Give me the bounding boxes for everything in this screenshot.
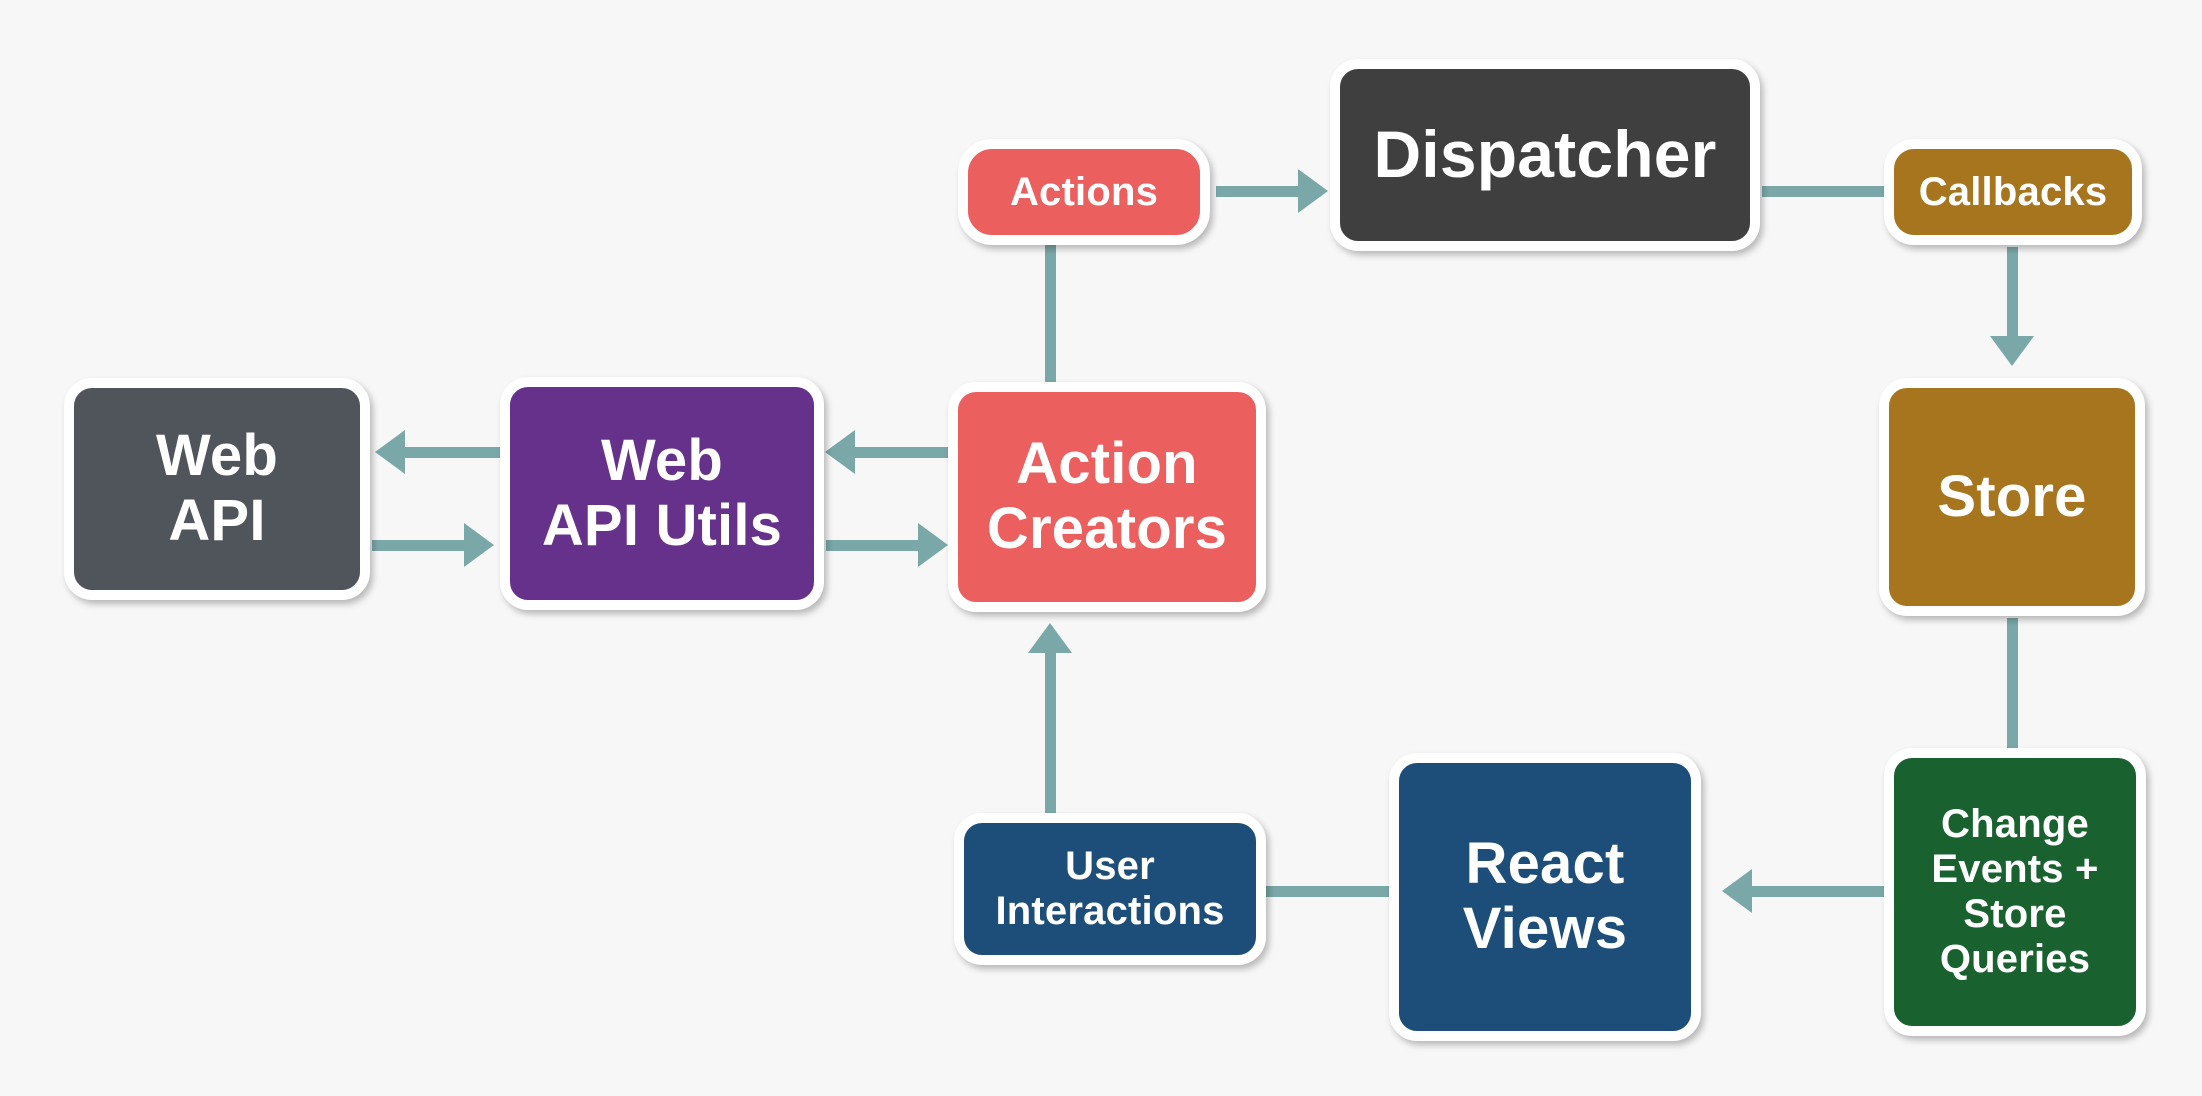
node-dispatcher[interactable]: Dispatcher bbox=[1330, 59, 1760, 251]
node-user-interactions[interactable]: User Interactions bbox=[954, 813, 1266, 965]
edge-actions-to-dispatcher bbox=[1216, 186, 1302, 197]
edge-web-api-to-web-api-utils bbox=[372, 540, 466, 551]
node-action-creators[interactable]: Action Creators bbox=[948, 382, 1266, 612]
edge-dispatcher-to-callbacks bbox=[1762, 186, 1888, 197]
edge-web-api-utils-to-action-creators bbox=[826, 540, 920, 551]
node-change-events-store-queries[interactable]: Change Events + Store Queries bbox=[1884, 748, 2146, 1036]
node-actions[interactable]: Actions bbox=[958, 139, 1210, 245]
node-web-api-utils[interactable]: Web API Utils bbox=[500, 377, 824, 610]
arrowhead-left-icon bbox=[825, 430, 855, 474]
arrowhead-right-icon bbox=[464, 523, 494, 567]
edge-user-interactions-to-action-creators bbox=[1045, 653, 1056, 817]
arrowhead-right-icon bbox=[918, 523, 948, 567]
arrowhead-up-icon bbox=[1028, 623, 1072, 653]
edge-action-creators-to-web-api-utils bbox=[855, 447, 951, 458]
arrowhead-left-icon bbox=[1722, 869, 1752, 913]
edge-store-to-change-events bbox=[2007, 618, 2018, 752]
arrowhead-left-icon bbox=[375, 430, 405, 474]
edge-web-api-utils-to-web-api bbox=[405, 447, 501, 458]
edge-action-creators-to-actions bbox=[1045, 245, 1056, 385]
node-store[interactable]: Store bbox=[1879, 378, 2145, 616]
edge-change-events-to-react-views bbox=[1752, 886, 1886, 897]
node-callbacks[interactable]: Callbacks bbox=[1884, 139, 2142, 245]
edge-callbacks-to-store bbox=[2007, 247, 2018, 343]
edge-react-views-to-user-interactions bbox=[1264, 886, 1392, 897]
node-react-views[interactable]: React Views bbox=[1389, 753, 1701, 1041]
node-web-api[interactable]: Web API bbox=[64, 378, 370, 600]
arrowhead-right-icon bbox=[1298, 169, 1328, 213]
arrowhead-down-icon bbox=[1990, 336, 2034, 366]
